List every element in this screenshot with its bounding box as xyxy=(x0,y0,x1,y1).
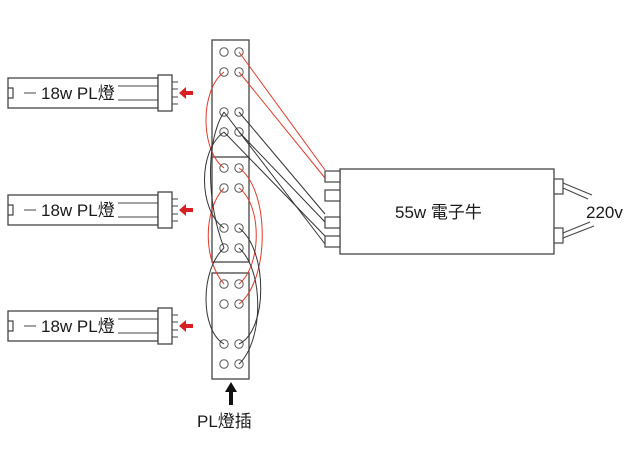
up-arrow-icon xyxy=(225,382,237,392)
lamp-1: 18w PL燈 xyxy=(7,74,193,112)
ballast: 55w 電子牛 220v xyxy=(324,168,623,255)
lamp-2-end-notch xyxy=(8,204,14,216)
red-wire-2 xyxy=(238,71,326,179)
dark-wire-2 xyxy=(238,131,326,223)
ballast-input-terminals xyxy=(324,170,341,248)
lamp-3-pins xyxy=(172,314,178,338)
socket-block-2 xyxy=(211,156,250,263)
dark-wire-1 xyxy=(238,111,326,215)
lamp-3-base xyxy=(157,307,173,345)
supply-leads xyxy=(562,182,595,239)
lamp-1-end-notch xyxy=(8,87,14,99)
red-wire-1 xyxy=(238,51,326,171)
inter-socket-wires xyxy=(204,71,263,365)
ballast-output-terminals xyxy=(553,178,564,244)
ballast-label: 55w 電子牛 xyxy=(395,203,482,222)
socket-block-3 xyxy=(211,272,250,380)
lamp-2: 18w PL燈 xyxy=(7,191,193,229)
lamp-1-label: 18w PL燈 xyxy=(41,84,115,103)
lamp-2-red-arrow xyxy=(179,204,193,216)
lamp-3-label: 18w PL燈 xyxy=(41,317,115,336)
lamp-3-red-arrow xyxy=(179,320,193,332)
lamp-2-label: 18w PL燈 xyxy=(41,201,115,220)
supply-voltage-label: 220v xyxy=(586,203,623,222)
lamp-3: 18w PL燈 xyxy=(7,307,193,345)
lamp-2-base xyxy=(157,191,173,229)
lamp-2-pins xyxy=(172,198,178,222)
ballast-body xyxy=(339,168,555,255)
dark-wire-4 xyxy=(223,111,326,245)
socket-pointer: PL燈插 xyxy=(197,382,252,431)
lamp-1-red-arrow xyxy=(179,87,193,99)
socket-block-1 xyxy=(211,39,250,161)
lamp-1-base xyxy=(157,74,173,112)
ballast-wires xyxy=(223,51,326,245)
lamp-3-end-notch xyxy=(8,320,14,332)
socket-label: PL燈插 xyxy=(197,412,252,431)
lamp-1-pins xyxy=(172,81,178,105)
dark-wire-3 xyxy=(223,131,326,237)
